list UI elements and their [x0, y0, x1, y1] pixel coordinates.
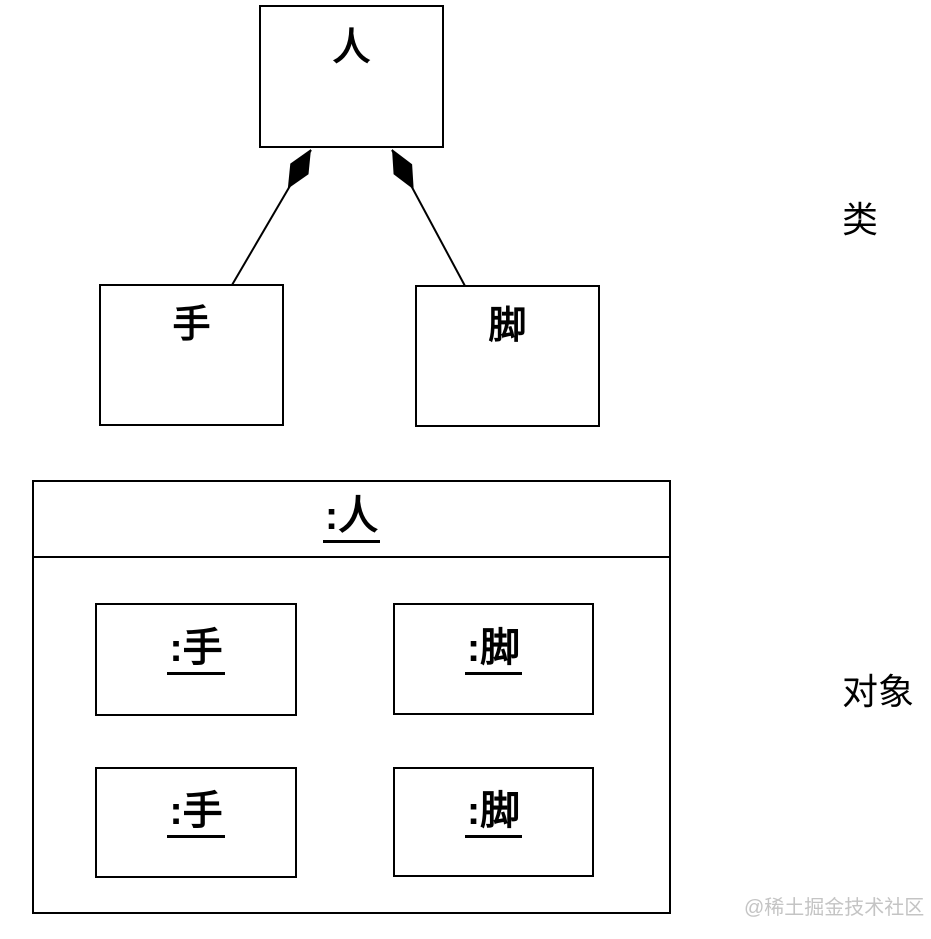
composition-diamond-icon: [287, 149, 311, 189]
object-box-hand-1: :手: [95, 603, 297, 716]
object-label-hand-2: :手: [167, 791, 225, 838]
section-label-class: 类: [842, 199, 879, 240]
class-box-hand: 手: [99, 284, 284, 426]
object-label-foot-2: :脚: [464, 791, 523, 838]
class-box-foot: 脚: [415, 285, 600, 427]
object-box-foot-1: :脚: [393, 603, 594, 715]
object-label-hand-1: :手: [167, 628, 225, 675]
object-label-foot-1: :脚: [464, 628, 523, 675]
object-box-hand-2: :手: [95, 767, 297, 878]
class-label-foot: 脚: [488, 305, 527, 347]
composition-diamond-icon: [392, 149, 414, 190]
object-box-foot-2: :脚: [393, 767, 594, 877]
section-label-object: 对象: [842, 671, 915, 712]
object-title-person: :人: [322, 496, 381, 543]
class-label-person: 人: [332, 27, 371, 69]
class-box-person: 人: [259, 5, 444, 148]
class-label-hand: 手: [172, 304, 211, 346]
object-title-compartment: :人: [34, 482, 669, 558]
watermark: @稀土掘金技术社区: [744, 897, 925, 919]
